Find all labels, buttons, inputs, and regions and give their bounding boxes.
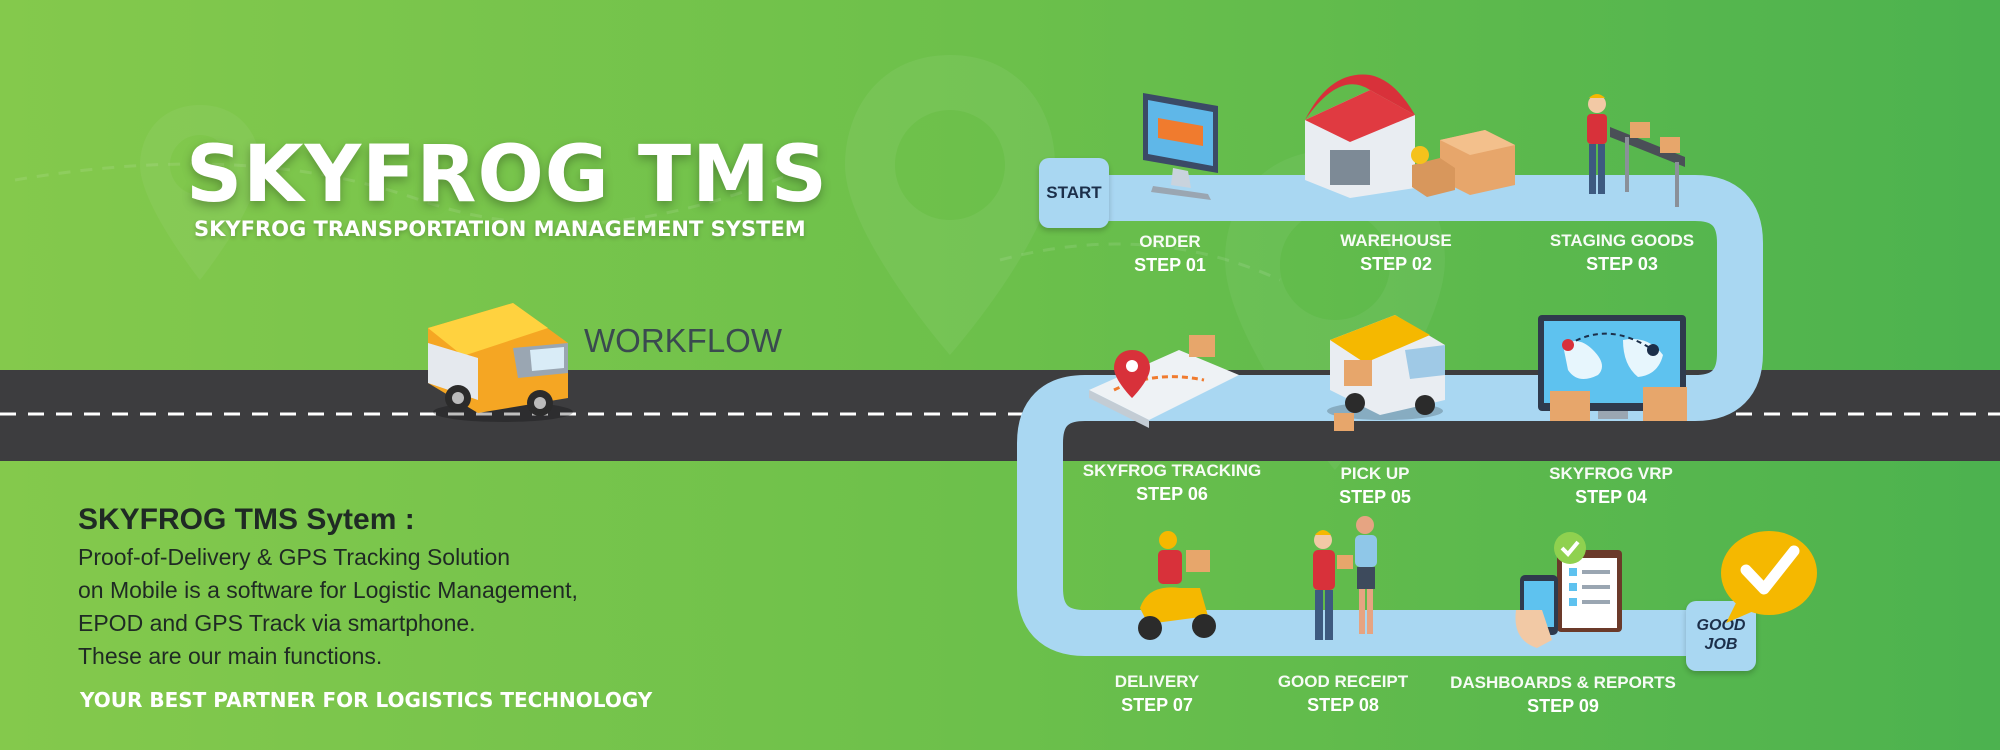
dashboard-phone-icon — [1515, 532, 1622, 648]
step-label-staging-goods: STAGING GOODS STEP 03 — [1507, 231, 1737, 275]
step-number: STEP 05 — [1339, 487, 1411, 507]
good-job-line-2: JOB — [1704, 636, 1738, 653]
step-label-pick-up: PICK UP STEP 05 — [1260, 464, 1490, 508]
staging-conveyor-icon — [1587, 94, 1685, 207]
start-badge: START — [1039, 158, 1109, 228]
good-receipt-people-icon — [1313, 516, 1377, 640]
system-description-line: on Mobile is a software for Logistic Man… — [78, 577, 578, 603]
step-number: STEP 02 — [1360, 254, 1432, 274]
step-label-warehouse: WAREHOUSE STEP 02 — [1281, 231, 1511, 275]
warehouse-icon — [1305, 74, 1515, 198]
good-job-badge: GOOD JOB — [1686, 601, 1756, 671]
good-job-checkmark-bubble-icon — [1721, 531, 1817, 623]
system-description-line: Proof-of-Delivery & GPS Tracking Solutio… — [78, 544, 511, 570]
step-name: STAGING GOODS — [1549, 231, 1695, 250]
step-label-delivery: DELIVERY STEP 07 — [1042, 672, 1272, 716]
tagline: YOUR BEST PARTNER FOR LOGISTICS TECHNOLO… — [80, 688, 653, 712]
delivery-scooter-icon — [1138, 531, 1216, 640]
system-heading: SKYFROG TMS Sytem : — [78, 503, 415, 536]
delivery-van-icon — [428, 303, 573, 422]
workflow-label: WORKFLOW — [584, 322, 782, 359]
background-location-pin-icon — [845, 55, 1055, 355]
step-label-dashboards-reports: DASHBOARDS & REPORTS STEP 09 — [1448, 673, 1678, 717]
step-name: WAREHOUSE — [1340, 231, 1452, 250]
step-name: DELIVERY — [1114, 672, 1200, 691]
good-job-line-1: GOOD — [1696, 617, 1746, 634]
step-name: PICK UP — [1340, 464, 1410, 483]
step-number: STEP 04 — [1575, 487, 1647, 507]
step-name: DASHBOARDS & REPORTS — [1450, 673, 1676, 692]
route-map-monitor-icon — [1538, 315, 1687, 421]
step-label-skyfrog-tracking: SKYFROG TRACKING STEP 06 — [1057, 461, 1287, 505]
step-number: STEP 08 — [1307, 695, 1379, 715]
step-number: STEP 07 — [1121, 695, 1193, 715]
step-name: SKYFROG VRP — [1549, 464, 1673, 483]
step-label-order: ORDER STEP 01 — [1055, 232, 1285, 276]
order-monitor-icon — [1143, 93, 1218, 200]
step-number: STEP 09 — [1527, 696, 1599, 716]
step-name: ORDER — [1139, 232, 1201, 251]
step-name: SKYFROG TRACKING — [1082, 461, 1262, 480]
step-label-skyfrog-vrp: SKYFROG VRP STEP 04 — [1496, 464, 1726, 508]
step-number: STEP 06 — [1136, 484, 1208, 504]
page-subtitle: SKYFROG TRANSPORTATION MANAGEMENT SYSTEM — [194, 217, 806, 241]
tracking-map-icon — [1089, 335, 1239, 428]
step-label-good-receipt: GOOD RECEIPT STEP 08 — [1228, 672, 1458, 716]
step-number: STEP 03 — [1586, 254, 1658, 274]
system-description-line: These are our main functions. — [78, 643, 383, 669]
step-number: STEP 01 — [1134, 255, 1206, 275]
system-description-line: EPOD and GPS Track via smartphone. — [78, 610, 476, 636]
step-name: GOOD RECEIPT — [1277, 672, 1409, 691]
page-title: SKYFROG TMS — [186, 130, 828, 220]
pickup-van-icon — [1327, 315, 1445, 431]
